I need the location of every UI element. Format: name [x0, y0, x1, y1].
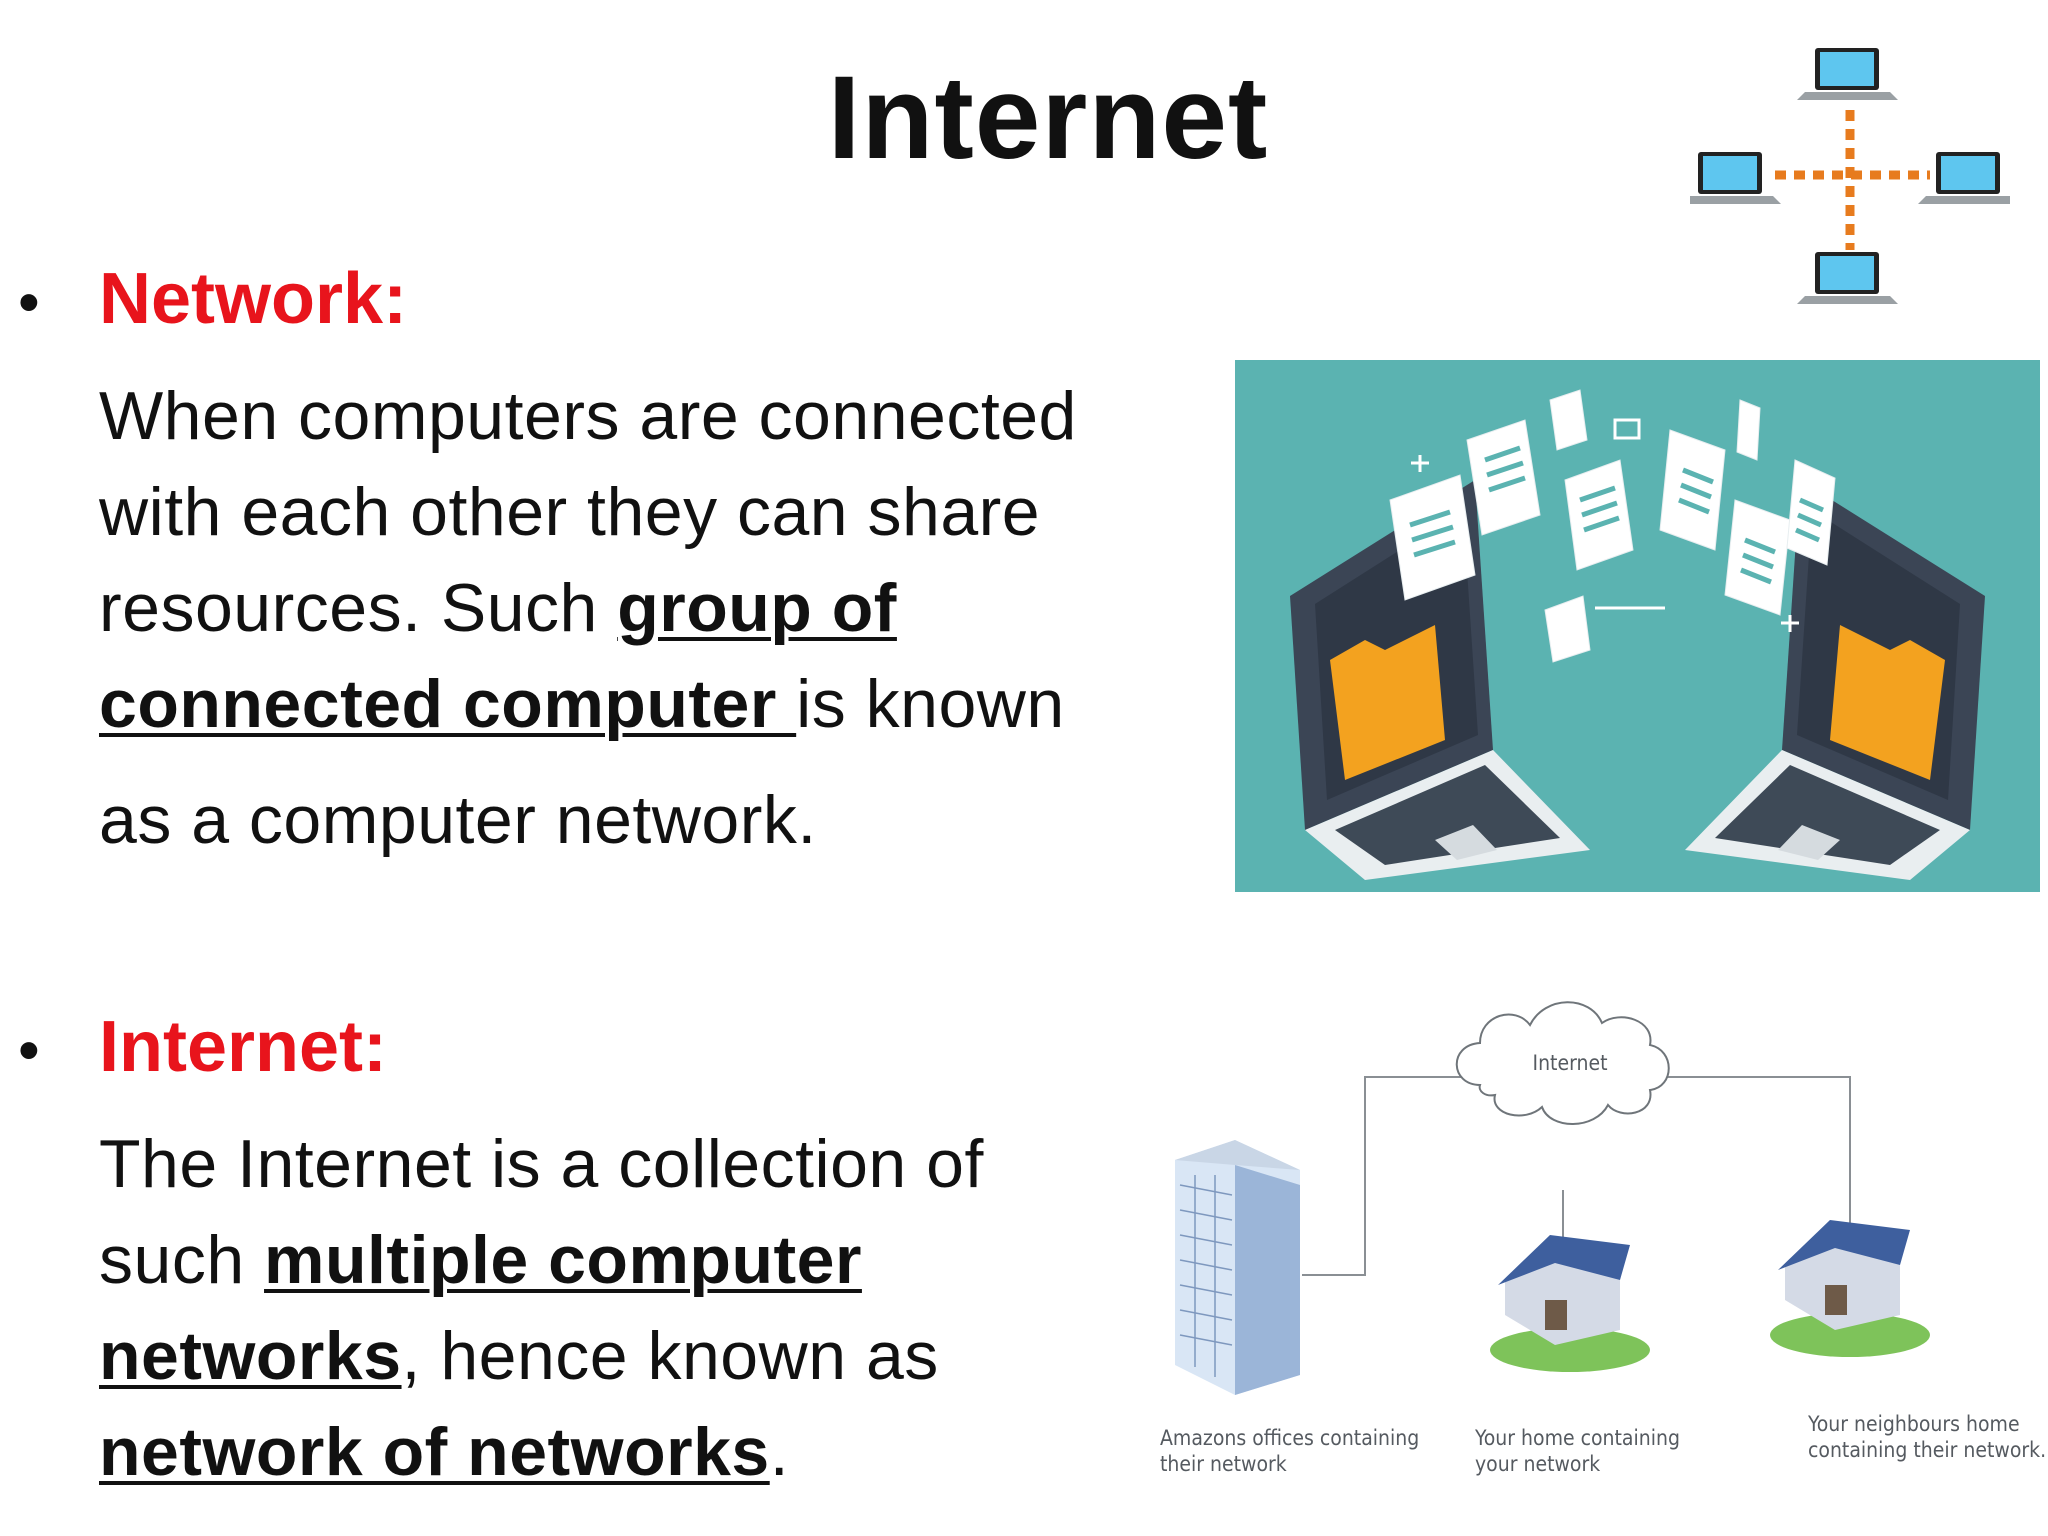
line: with each other they can share: [99, 474, 1041, 550]
network-definition: When computers are connected with each o…: [99, 368, 1179, 868]
cloud-icon: [1455, 1001, 1670, 1125]
caption-neighbour-line1: Your neighbours home: [1807, 1412, 2020, 1436]
bullet-internet: •: [18, 1016, 40, 1085]
line: The Internet is a collection of: [99, 1126, 984, 1202]
line: When computers are connected: [99, 378, 1077, 454]
caption-home-line1: Your home containing: [1474, 1426, 1680, 1450]
bullet-network: •: [18, 268, 40, 337]
line: connected computer is known: [99, 666, 1065, 742]
line: as a computer network.: [99, 782, 817, 858]
office-building-icon: [1175, 1140, 1300, 1395]
heading-network: Network:: [99, 259, 408, 339]
emphasis-connected-computer: connected computer: [99, 666, 797, 742]
emphasis-group-of: group of: [617, 570, 897, 646]
line: such multiple computer: [99, 1222, 862, 1298]
emphasis-network-of-networks: network of networks: [99, 1414, 770, 1490]
line: network of networks.: [99, 1414, 790, 1490]
emphasis-networks: networks: [99, 1318, 402, 1394]
caption-office-line1: Amazons offices containing: [1160, 1426, 1419, 1450]
house-icon-neighbour: [1770, 1220, 1930, 1357]
laptop-top: [1797, 48, 1898, 100]
internet-definition: The Internet is a collection of such mul…: [99, 1116, 1179, 1500]
caption-home-line2: your network: [1475, 1452, 1600, 1476]
caption-neighbour-line2: containing their network.: [1808, 1438, 2046, 1462]
cloud-label: Internet: [1533, 1051, 1608, 1075]
slide-title: Internet: [827, 52, 1269, 184]
heading-internet: Internet:: [99, 1007, 387, 1087]
line: resources. Such group of: [99, 570, 897, 646]
network-topology-icon: [1690, 48, 2010, 304]
caption-office-line2: their network: [1160, 1452, 1287, 1476]
emphasis-multiple-computer: multiple computer: [264, 1222, 862, 1298]
line: networks, hence known as: [99, 1318, 939, 1394]
house-icon-home: [1490, 1235, 1650, 1372]
file-sharing-illustration: [1235, 360, 2040, 892]
internet-diagram: Internet Amazon: [1160, 1001, 2046, 1476]
